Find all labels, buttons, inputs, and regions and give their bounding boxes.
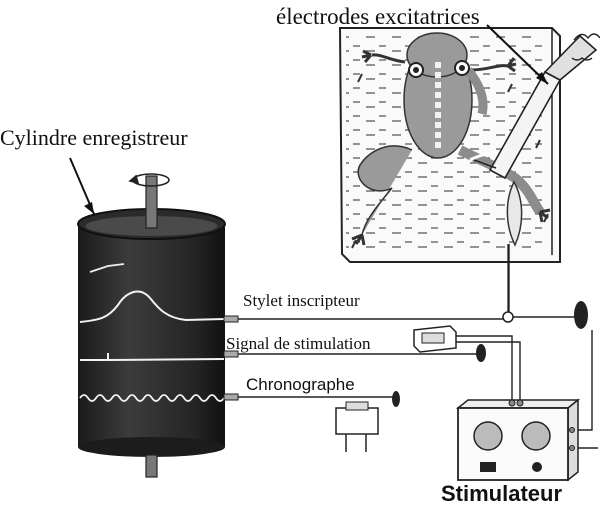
board-pins (351, 73, 549, 249)
signal-marker-box (413, 325, 457, 353)
stylet-label: Stylet inscripteur (243, 291, 360, 310)
cylindre-arrowhead (84, 202, 94, 214)
signal-label: Signal de stimulation (226, 334, 371, 353)
chronograph-box (335, 401, 379, 452)
wires (456, 244, 598, 449)
frog-eyes (408, 60, 470, 78)
drum-trace-early (89, 263, 125, 273)
chronographe-label: Chronographe (246, 375, 355, 394)
electrodes-arrowhead (536, 72, 548, 84)
stylet-inscripteur-needle (223, 244, 588, 329)
chronograph-stylet-needle (223, 391, 400, 407)
muscle-contraction-trace (79, 290, 225, 323)
recording-drum (77, 208, 226, 457)
chronograph-trace (79, 394, 225, 402)
electrode-holder (473, 33, 600, 180)
stimulateur-label: Stimulateur (441, 481, 563, 506)
drum-axle (145, 175, 158, 478)
stimulator-device (455, 398, 581, 482)
stimulation-signal-trace (80, 353, 225, 362)
signal-stylet-needle (223, 344, 486, 362)
electrodes-label: électrodes excitatrices (276, 4, 480, 29)
electrodes-pointer (486, 24, 549, 85)
cylindre-label: Cylindre enregistreur (0, 125, 188, 150)
rotation-arrow-icon (128, 173, 170, 187)
